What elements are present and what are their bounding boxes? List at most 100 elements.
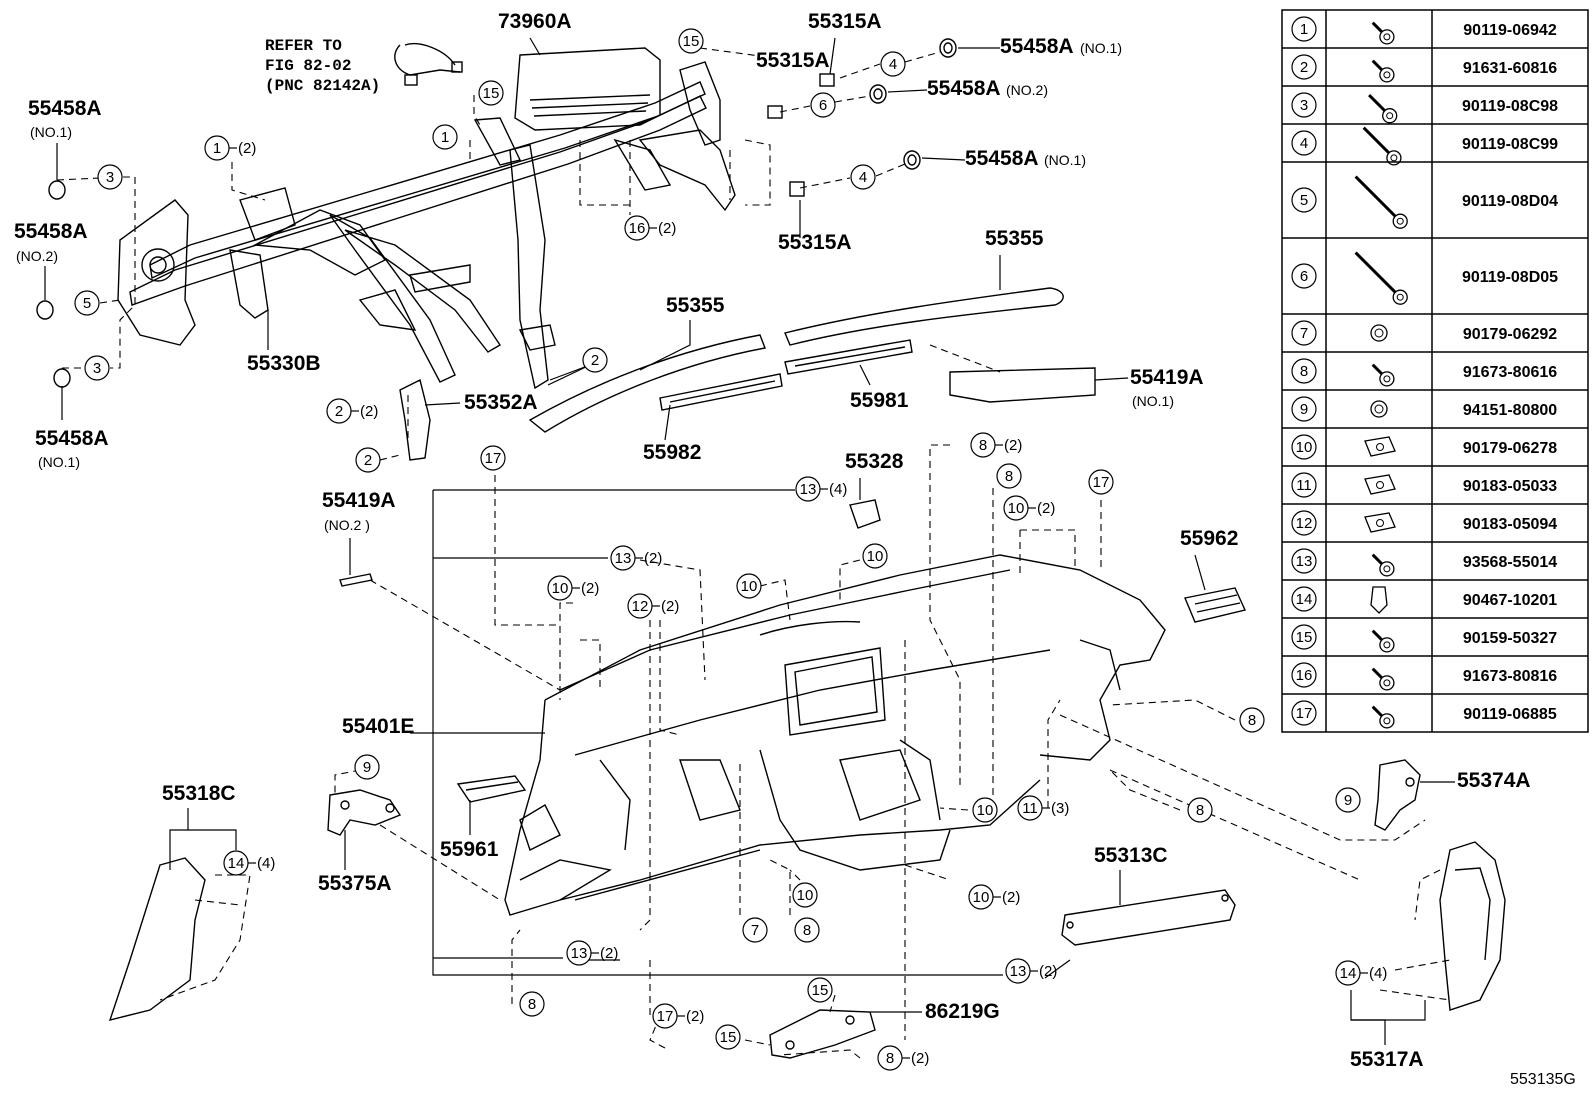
callout-number: 15 [720, 1029, 737, 1046]
callout-number: 3 [106, 169, 114, 186]
callout-circle [1187, 797, 1213, 823]
callout-quantity: (2) [1039, 963, 1057, 980]
callout-4: 4 [880, 51, 906, 77]
row-number: 4 [1300, 135, 1308, 152]
part-label-55355-r: 55355 [985, 227, 1044, 250]
part-label-55355-l: 55355 [666, 294, 725, 317]
part-label-55458A-r3: 55458A [965, 147, 1039, 170]
callout-number: 8 [803, 922, 811, 939]
row-number: 15 [1296, 629, 1313, 646]
row-number: 14 [1296, 591, 1313, 608]
figure-code: 553135G [1510, 1071, 1576, 1088]
callout-number: 10 [977, 802, 994, 819]
row-number: 12 [1296, 515, 1313, 532]
row-number: 9 [1300, 401, 1308, 418]
callout-3: 3 [97, 164, 123, 190]
side-cover-right [1439, 841, 1506, 1011]
callout-number: 17 [657, 1008, 674, 1025]
callout-8: 8 [794, 917, 820, 943]
part-label-55458A-l3: 55458A [35, 427, 109, 450]
callout-15: 15 [715, 1024, 741, 1050]
part-code: 91673-80816 [1463, 668, 1557, 685]
callout-circle [810, 92, 836, 118]
callout-12: 12(2) [627, 593, 679, 619]
row-callout-circle [1291, 510, 1317, 536]
callout-number: 16 [629, 220, 646, 237]
callout-2: 2 [355, 447, 381, 473]
lower-panel-55313C [1061, 889, 1236, 946]
callout-quantity: (2) [911, 1050, 929, 1067]
part-sublabel-no1-r1: (NO.1) [1080, 40, 1122, 56]
callout-10: 10(2) [968, 884, 1020, 910]
bolt-xlong-icon [1354, 251, 1408, 305]
callout-16: 16(2) [624, 215, 676, 241]
callout-15: 15 [478, 80, 504, 106]
bolt-xlong-icon [1354, 175, 1408, 229]
row-callout-circle [1291, 358, 1317, 384]
sensor-55328 [849, 499, 881, 529]
callout-circle [736, 573, 762, 599]
bolt-long-icon [1362, 126, 1402, 166]
row-callout-circle [1291, 662, 1317, 688]
callout-8: 8 [1239, 707, 1265, 733]
callout-8: 8 [519, 991, 545, 1017]
callout-8: 8(2) [877, 1045, 929, 1071]
row-callout-circle [1291, 263, 1317, 289]
callout-number: 2 [591, 352, 599, 369]
clip-nut-icon [1364, 512, 1396, 533]
wire-harness [394, 43, 463, 86]
bracket-55375A [327, 789, 402, 836]
row-callout-circle [1291, 434, 1317, 460]
callout-14: 14(4) [1335, 960, 1387, 986]
insulator-sheets [339, 367, 1096, 587]
part-code: 90179-06292 [1463, 326, 1557, 343]
nut-icon [1370, 324, 1388, 342]
callout-10: 10(2) [1003, 495, 1055, 521]
callout-quantity: (2) [360, 403, 378, 420]
row-number: 2 [1300, 59, 1308, 76]
callout-circle [480, 445, 506, 471]
callout-circle [582, 347, 608, 373]
callout-15: 15 [678, 28, 704, 54]
part-label-55401E: 55401E [342, 715, 414, 738]
callout-number: 11 [1022, 800, 1038, 817]
bolt-short-icon [1371, 21, 1395, 45]
row-callout-circle [1291, 92, 1317, 118]
callout-14: 14(4) [223, 850, 275, 876]
part-label-55458A-l2: 55458A [14, 220, 88, 243]
part-code: 90119-08D04 [1462, 193, 1558, 210]
callout-number: 8 [528, 996, 536, 1013]
callout-quantity: (2) [1037, 500, 1055, 517]
bracket-55374A [1374, 759, 1421, 831]
callout-circle [519, 991, 545, 1017]
callout-4: 4 [850, 164, 876, 190]
row-number: 7 [1300, 325, 1308, 342]
callout-1: 1 [432, 124, 458, 150]
row-number: 11 [1296, 477, 1312, 494]
part-label-55352A: 55352A [464, 391, 538, 414]
leader-lines [44, 37, 1455, 1045]
refer-note-line-3: (PNC 82142A) [265, 77, 380, 95]
row-number: 1 [1300, 21, 1308, 38]
callout-number: 4 [889, 56, 897, 73]
callout-circle [355, 447, 381, 473]
callout-quantity: (2) [1004, 437, 1022, 454]
callout-quantity: (4) [829, 481, 847, 498]
part-label-55317A: 55317A [1350, 1048, 1424, 1071]
callout-10: 10(2) [547, 575, 599, 601]
callout-number: 10 [741, 578, 758, 595]
part-code: 90119-08C98 [1462, 98, 1558, 115]
callout-13: 13(2) [566, 940, 618, 966]
callout-circle [1088, 469, 1114, 495]
refer-note-line-2: FIG 82-02 [265, 57, 351, 75]
callout-number: 13 [615, 550, 632, 567]
part-label-86219G: 86219G [925, 1000, 1000, 1023]
part-sublabel-no1-l3: (NO.1) [38, 454, 80, 470]
